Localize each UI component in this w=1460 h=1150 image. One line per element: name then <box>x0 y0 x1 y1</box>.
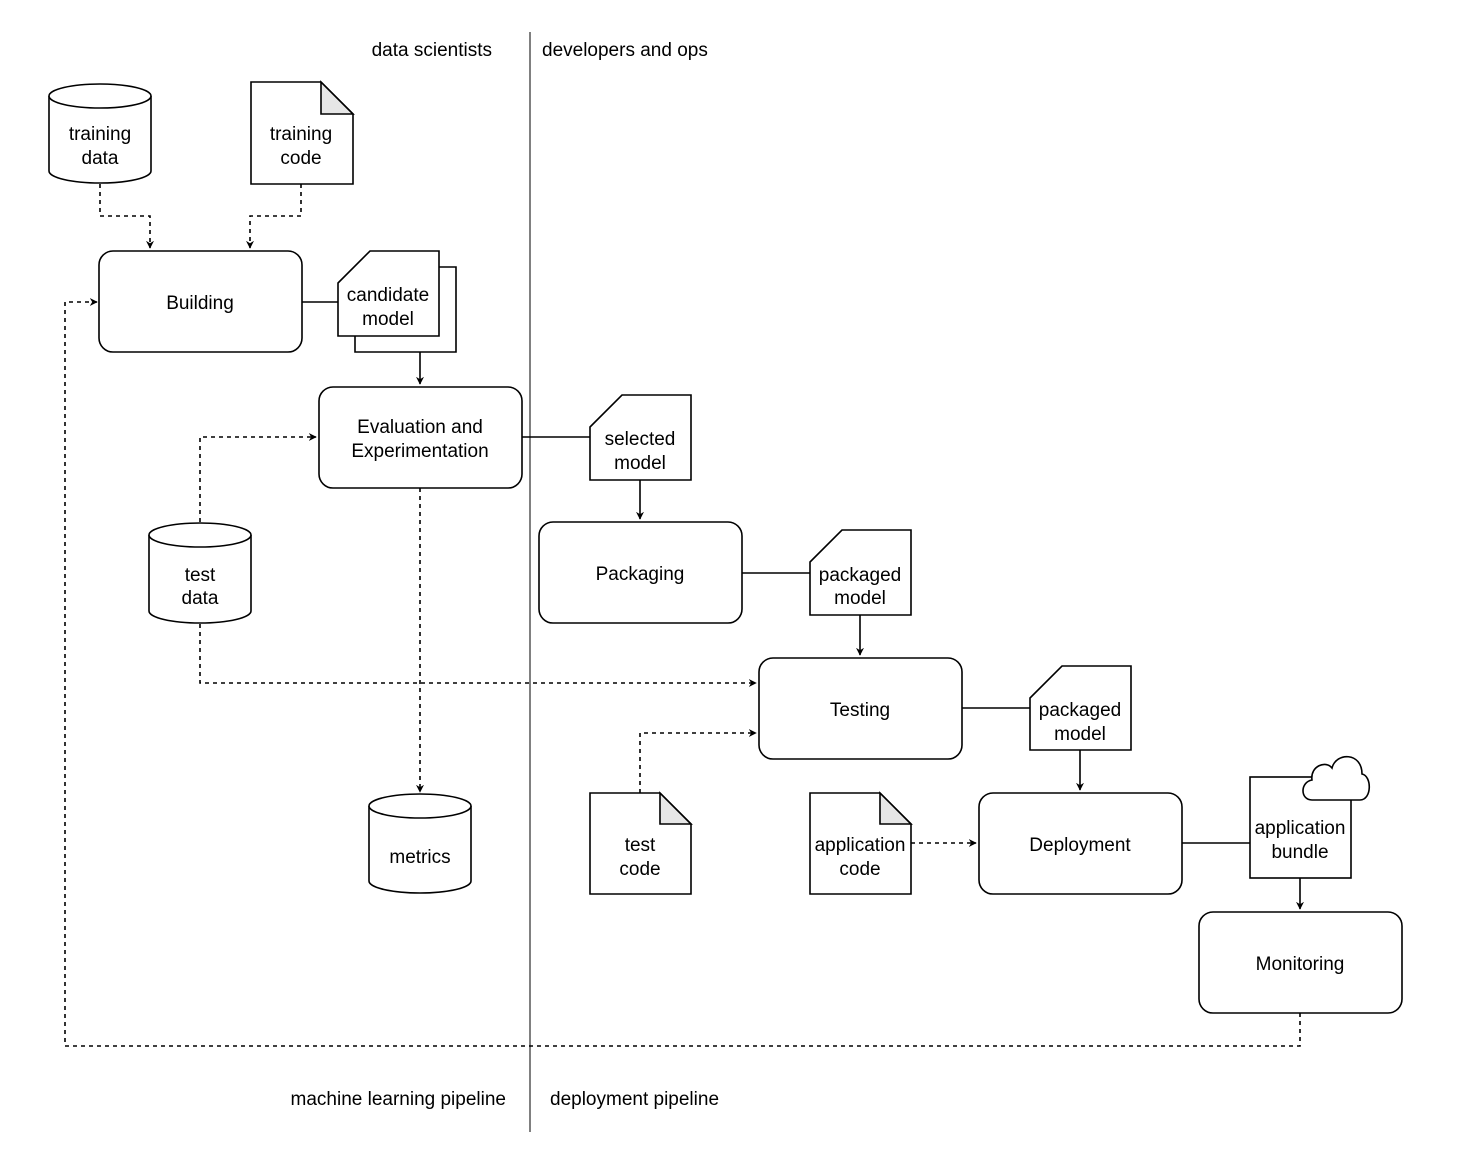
datastore-label-line-2: data <box>82 148 119 169</box>
document-application-code: application code <box>809 791 913 895</box>
edge-test-data-to-testing <box>199 624 757 687</box>
artifact-packaged-model-a: packaged model <box>809 529 912 616</box>
document-label-line-1: training <box>270 124 332 145</box>
document-label-line-2: code <box>619 859 660 880</box>
artifact-label-line-1: candidate <box>347 285 429 306</box>
artifact-label-line-1: application <box>1255 818 1346 839</box>
lane-label-data-scientists: data scientists <box>372 40 492 61</box>
lane-label-deployment-pipeline: deployment pipeline <box>550 1089 719 1110</box>
process-monitoring: Monitoring <box>1198 911 1403 1014</box>
process-label: Testing <box>830 700 890 721</box>
datastore-metrics: metrics <box>368 793 472 894</box>
datastore-label: metrics <box>389 847 450 868</box>
process-label: Packaging <box>596 564 685 585</box>
connectors <box>64 184 1304 1047</box>
edge-training-data-to-building <box>99 184 154 249</box>
artifact-selected-model: selected model <box>589 394 692 481</box>
edge-training-code-to-building <box>246 184 302 249</box>
process-label-line-1: Evaluation and <box>357 417 483 438</box>
edge-monitoring-feedback-to-building <box>64 298 1301 1047</box>
lane-label-ml-pipeline: machine learning pipeline <box>291 1089 506 1110</box>
process-testing: Testing <box>758 657 963 760</box>
artifact-label-line-1: packaged <box>819 565 901 586</box>
datastore-label-line-1: test <box>185 565 216 586</box>
edge-test-code-to-testing <box>639 729 757 793</box>
cloud-icon <box>1302 755 1371 801</box>
document-label-line-1: test <box>625 835 656 856</box>
document-label-line-2: code <box>839 859 880 880</box>
artifact-label-line-2: model <box>834 588 886 609</box>
artifact-label-line-2: bundle <box>1271 842 1328 863</box>
process-label: Deployment <box>1029 835 1131 856</box>
process-label: Monitoring <box>1256 954 1345 975</box>
datastore-training-data: training data <box>48 83 152 184</box>
document-test-code: test code <box>589 791 693 895</box>
datastore-label-line-1: training <box>69 124 131 145</box>
document-label-line-1: application <box>815 835 906 856</box>
process-building: Building <box>98 250 303 353</box>
process-label: Building <box>166 293 234 314</box>
document-label-line-2: code <box>280 148 321 169</box>
artifact-label-line-2: model <box>614 453 666 474</box>
process-deployment: Deployment <box>978 792 1183 895</box>
process-evaluation: Evaluation and Experimentation <box>318 386 523 489</box>
datastore-test-data: test data <box>148 522 252 624</box>
artifact-candidate-model: candidate model <box>337 250 457 353</box>
artifact-label-line-2: model <box>1054 724 1106 745</box>
artifact-application-bundle: application bundle <box>1249 755 1371 879</box>
edge-test-data-to-evaluation <box>199 433 317 522</box>
document-training-code: training code <box>250 80 355 185</box>
artifact-label-line-1: selected <box>605 429 676 450</box>
lane-label-developers-ops: developers and ops <box>542 40 708 61</box>
artifact-label-line-2: model <box>362 309 414 330</box>
process-label-line-2: Experimentation <box>351 441 488 462</box>
artifact-packaged-model-b: packaged model <box>1029 665 1132 751</box>
process-packaging: Packaging <box>538 521 743 624</box>
artifact-label-line-1: packaged <box>1039 700 1121 721</box>
datastore-label-line-2: data <box>182 588 219 609</box>
